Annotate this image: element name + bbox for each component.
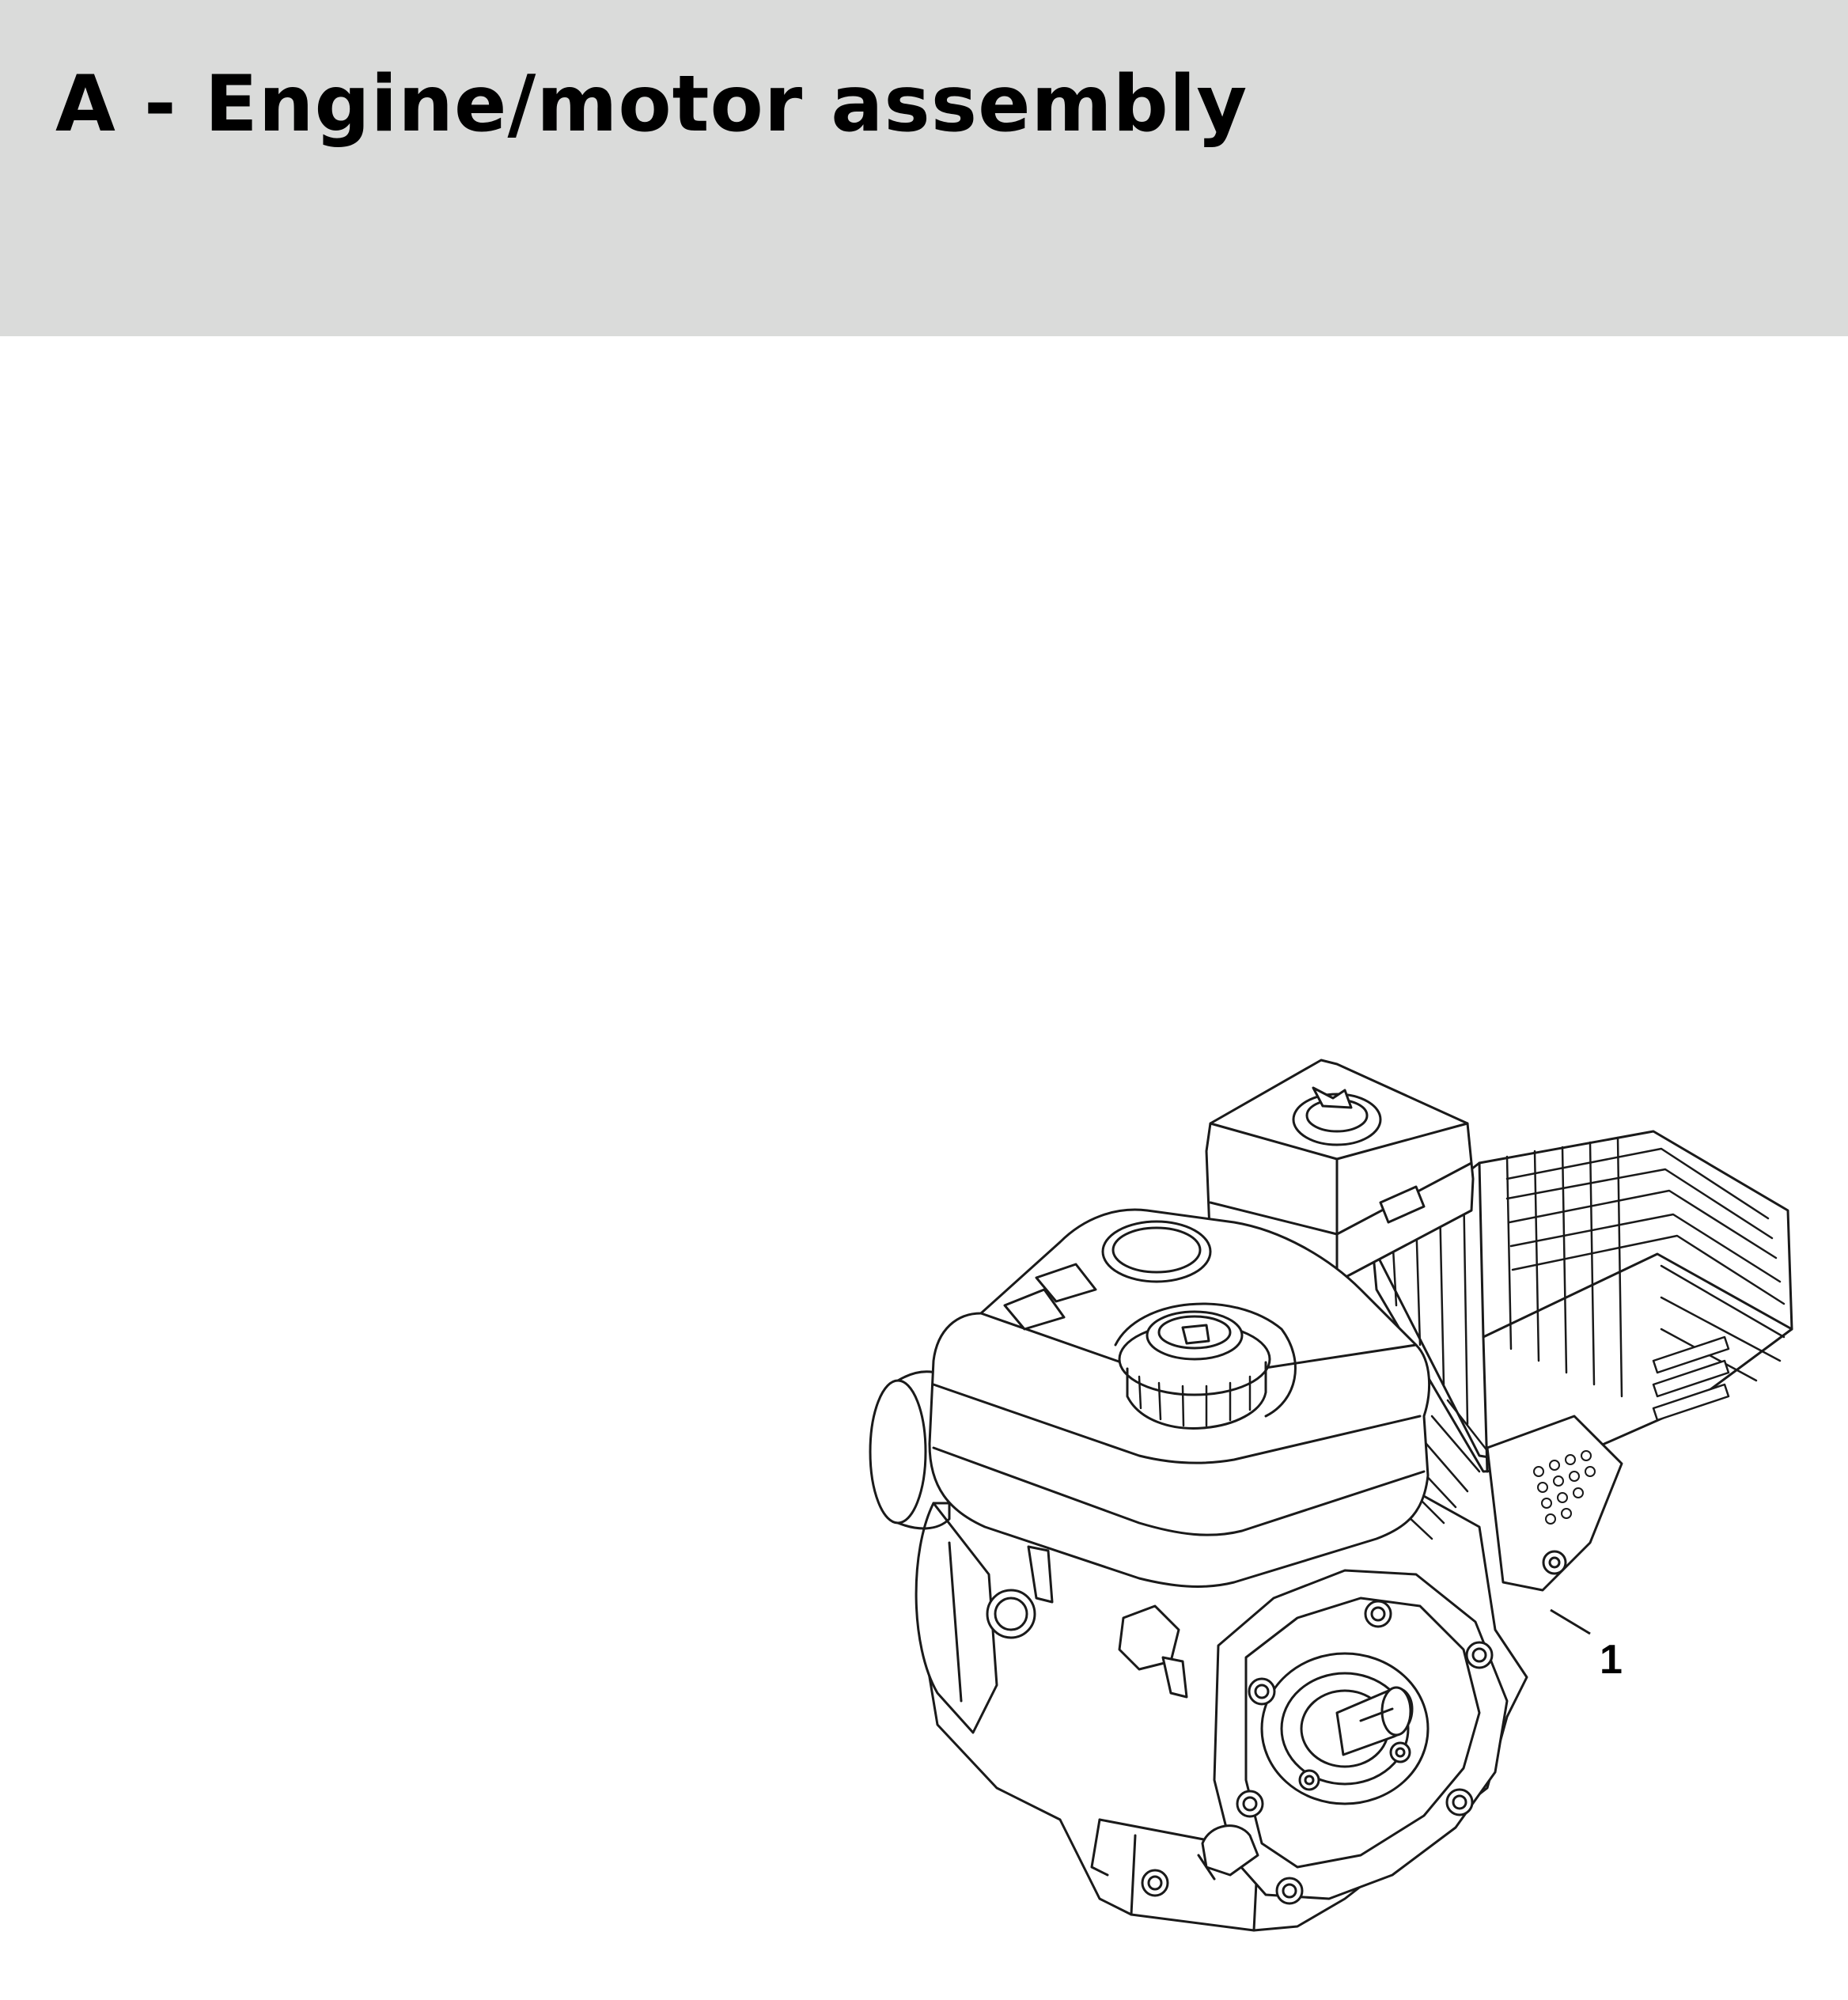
callout-leader-line <box>1550 1608 1591 1635</box>
fuel-tank <box>928 1208 1431 1588</box>
air-cleaner-housing <box>1205 1059 1475 1283</box>
header-band: A - Engine/motor assembly <box>0 0 1848 336</box>
callout-label-1: 1 <box>1600 1637 1623 1683</box>
page-title: A - Engine/motor assembly <box>55 59 1248 150</box>
carburetor-linkage <box>1027 1545 1259 1881</box>
gear-reduction-cover <box>1141 1569 1509 1905</box>
muffler-guard <box>1371 1130 1793 1473</box>
cover-bolts <box>1141 1600 1494 1905</box>
